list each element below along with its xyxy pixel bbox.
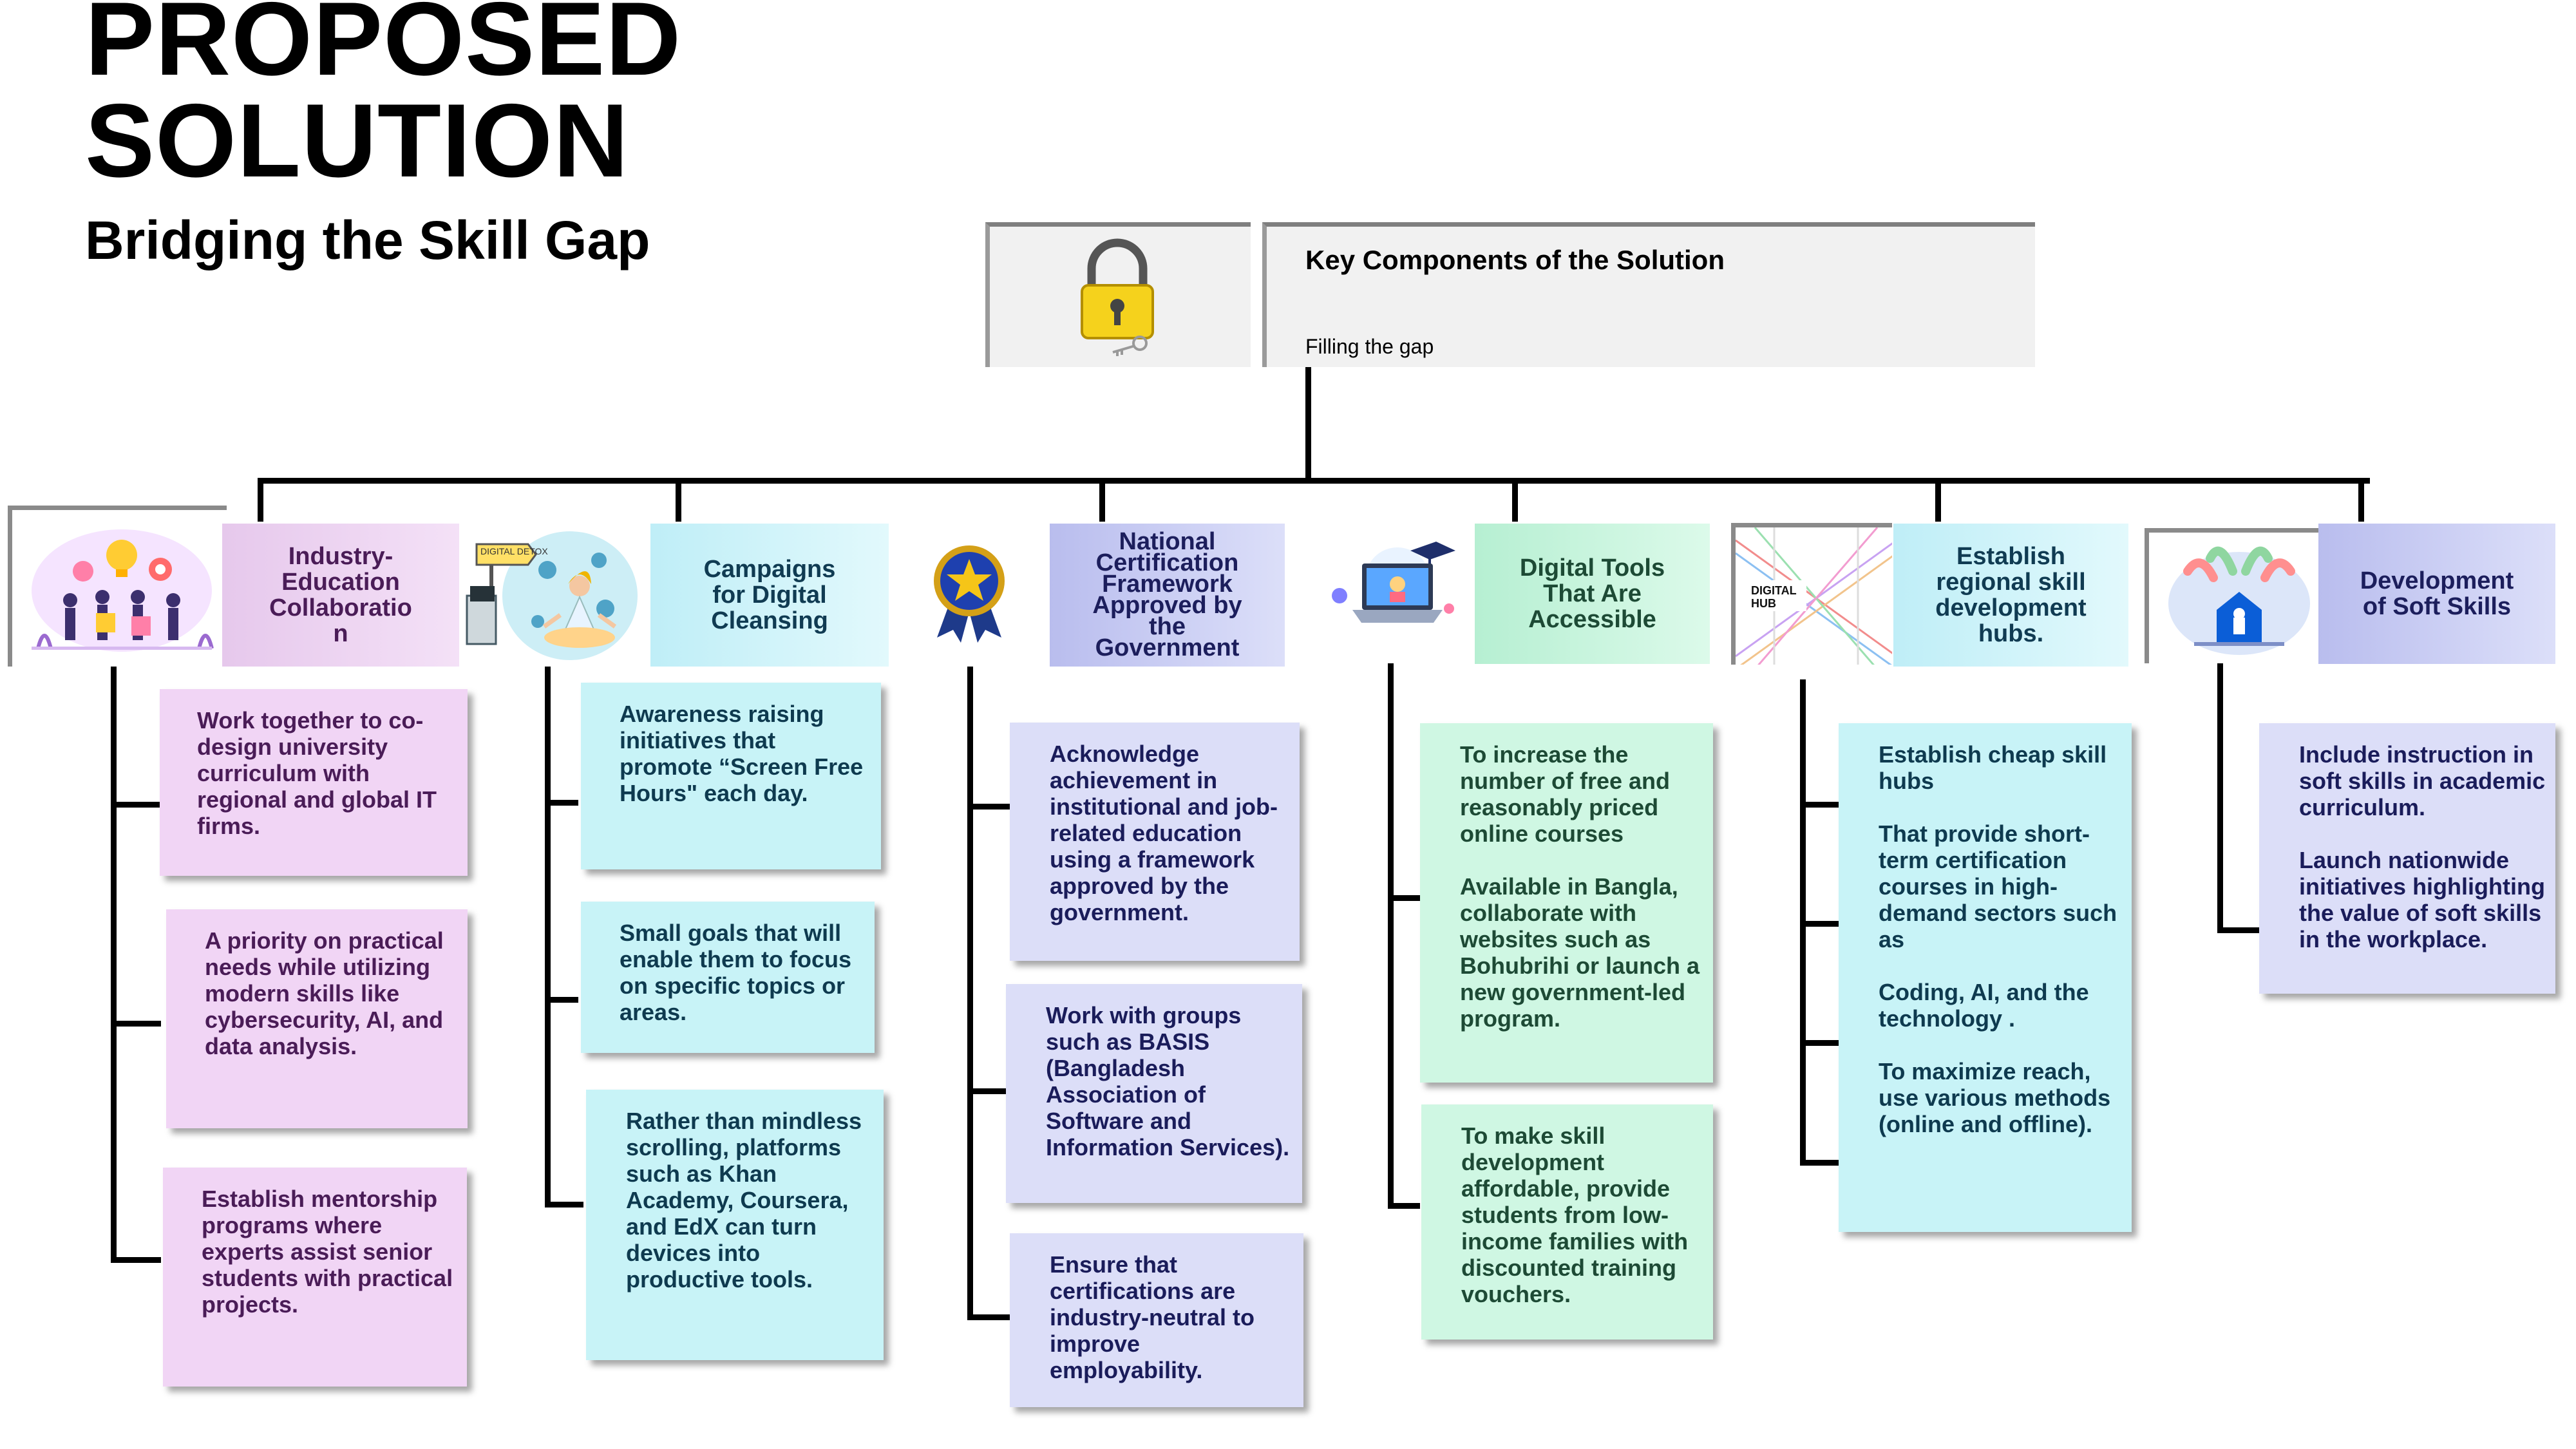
card-certification-1: Acknowledge achievement in institutional… xyxy=(1010,723,1300,961)
card-cleansing-2: Small goals that will enable them to foc… xyxy=(581,902,875,1053)
card-skill-hubs-1: Establish cheap skill hubs That provide … xyxy=(1839,723,2132,1232)
connector-branch xyxy=(545,997,578,1003)
title-line-2: SOLUTION xyxy=(85,82,629,199)
connector-branch xyxy=(1800,921,1839,927)
connector-branch xyxy=(967,804,1011,810)
connector-drop xyxy=(1099,478,1105,522)
card-cleansing-1: Awareness raising initiatives that promo… xyxy=(581,683,881,869)
digital-detox-illustration-icon: DIGITAL DETOX xyxy=(451,525,650,667)
connector-branch xyxy=(111,802,161,808)
detox-sign-text: DIGITAL DETOX xyxy=(480,546,548,556)
connector-branch xyxy=(1800,1040,1839,1046)
connector-branch xyxy=(1388,895,1420,901)
card-certification-3: Ensure that certifications are industry-… xyxy=(1010,1233,1303,1407)
connector-bus xyxy=(258,478,2370,484)
card-digital-tools-1: To increase the number of free and reaso… xyxy=(1420,723,1713,1083)
svg-text:HUB: HUB xyxy=(1751,597,1776,610)
connector-branch xyxy=(967,1088,1011,1094)
connector-drop xyxy=(1512,478,1518,522)
svg-text:DIGITAL: DIGITAL xyxy=(1751,584,1797,597)
soft-skills-illustration-icon xyxy=(2145,528,2325,663)
collaboration-illustration-icon xyxy=(8,506,227,667)
award-ribbon-icon xyxy=(921,541,1018,644)
connector-drop xyxy=(2358,478,2364,522)
connector-branch xyxy=(111,1257,161,1263)
root-node: Key Components of the Solution Filling t… xyxy=(1262,222,2035,367)
connector-branch xyxy=(545,1202,583,1208)
card-industry-2: A priority on practical needs while util… xyxy=(166,909,468,1128)
title-line-1: PROPOSED xyxy=(85,0,682,97)
header-icon-box xyxy=(985,222,1251,367)
root-subtitle: Filling the gap xyxy=(1305,335,1434,358)
category-industry-education: Industry- Education Collaboratio n xyxy=(222,524,459,667)
card-industry-1: Work together to co-design university cu… xyxy=(160,689,468,876)
connector-branch-line xyxy=(1388,663,1394,1209)
connector-drop xyxy=(1935,478,1941,522)
connector-branch-line xyxy=(111,667,117,1262)
card-cleansing-3: Rather than mindless scrolling, platform… xyxy=(586,1090,884,1360)
root-title: Key Components of the Solution xyxy=(1305,245,1725,275)
connector-branch-line xyxy=(967,667,973,1320)
connector-branch xyxy=(545,800,578,806)
connector-drop xyxy=(258,478,263,522)
category-digital-cleansing: Campaigns for Digital Cleansing xyxy=(650,524,889,667)
card-digital-tools-2: To make skill development affordable, pr… xyxy=(1421,1104,1713,1340)
connector-branch-line xyxy=(545,667,551,1208)
page-subtitle: Bridging the Skill Gap xyxy=(85,210,650,270)
connector-branch xyxy=(2217,927,2262,933)
category-digital-tools: Digital Tools That Are Accessible xyxy=(1475,524,1710,664)
padlock-icon xyxy=(1081,238,1154,356)
card-soft-skills-1: Include instruction in soft skills in ac… xyxy=(2259,723,2555,994)
connector-branch xyxy=(111,1021,161,1027)
connector-drop xyxy=(676,478,681,522)
page-title: PROPOSED SOLUTION xyxy=(85,0,682,199)
connector-branch xyxy=(1800,802,1839,808)
category-skill-hubs: Establish regional skill development hub… xyxy=(1893,524,2128,667)
card-certification-2: Work with groups such as BASIS (Banglade… xyxy=(1006,984,1302,1203)
online-learning-laptop-icon xyxy=(1327,525,1455,654)
connector-branch xyxy=(967,1314,1011,1320)
digital-hub-icon: DIGITAL HUB xyxy=(1731,523,1892,665)
connector-trunk xyxy=(1305,367,1311,482)
card-industry-3: Establish mentorship programs where expe… xyxy=(163,1168,467,1387)
connector-branch xyxy=(1800,1160,1839,1166)
connector-branch xyxy=(1388,1203,1420,1209)
category-certification-framework: National Certification Framework Approve… xyxy=(1050,524,1285,667)
connector-branch-line xyxy=(2217,663,2223,933)
category-soft-skills: Development of Soft Skills xyxy=(2318,524,2555,664)
